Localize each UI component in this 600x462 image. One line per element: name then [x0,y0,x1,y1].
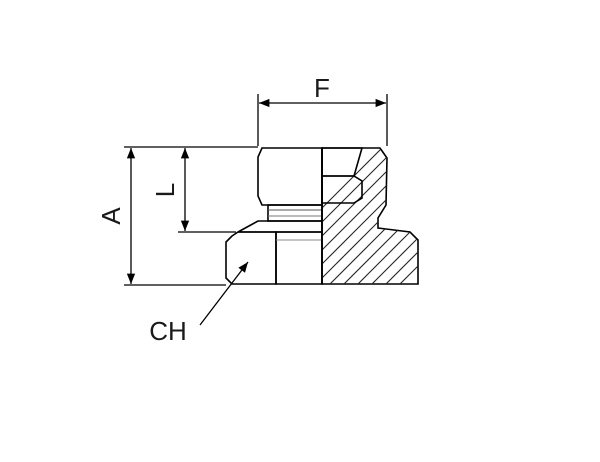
hex-face-left [225,231,277,285]
leader-ch: CH [149,261,249,346]
label-a: A [96,207,126,225]
dimension-f: F [257,73,388,146]
neck-groove [267,204,323,222]
pilot-cylinder [257,147,323,206]
internal-bore [321,175,363,204]
label-ch: CH [149,316,187,346]
dimension-l: L [150,148,236,233]
label-l: L [150,183,180,197]
label-f: F [314,73,330,103]
hex-chamfer [237,220,323,233]
internal-cone [321,147,364,177]
fitting-body [225,147,419,285]
dimension-a: A [96,146,258,286]
